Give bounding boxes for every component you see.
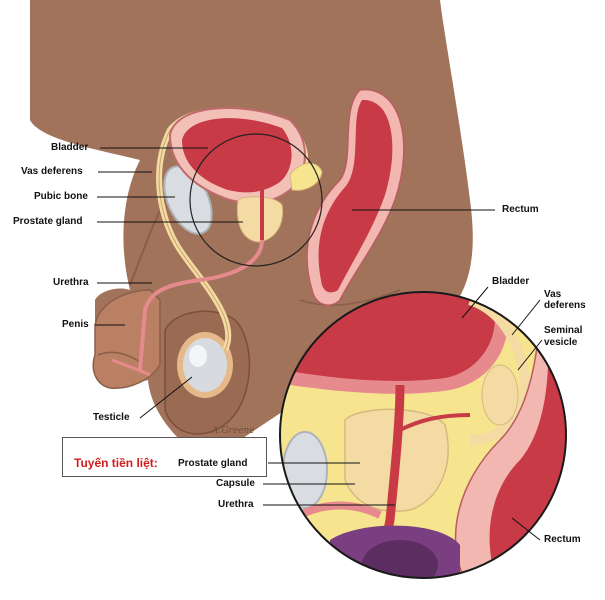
label-prostate-gland: Prostate gland <box>13 216 83 227</box>
inset-label-seminal-line2: vesicle <box>544 337 578 348</box>
inset-label-vas-line1: Vas <box>544 289 562 300</box>
inset-label-capsule: Capsule <box>216 478 255 489</box>
urethra-tube <box>138 239 264 371</box>
inset-label-urethra: Urethra <box>218 499 254 510</box>
label-urethra: Urethra <box>53 277 89 288</box>
inset-label-rectum: Rectum <box>544 534 581 545</box>
callout-vietnamese-label: Tuyến tiền liệt: <box>74 456 158 470</box>
rectum-shape <box>306 89 405 306</box>
inset-label-prostate-gland: Prostate gland <box>178 458 248 469</box>
bladder-shape <box>168 107 306 204</box>
prostate-shape <box>236 188 284 243</box>
inset-label-vas-line2: deferens <box>544 300 586 311</box>
label-bladder: Bladder <box>51 142 89 153</box>
label-rectum: Rectum <box>502 204 539 215</box>
label-penis: Penis <box>62 319 89 330</box>
seminal-vesicle-shape <box>289 162 323 191</box>
label-vas-deferens: Vas deferens <box>21 166 83 177</box>
artist-signature: A.Greene <box>212 426 255 436</box>
leader-lines <box>95 147 543 541</box>
label-testicle: Testicle <box>93 412 130 423</box>
inset-label-seminal-line1: Seminal <box>544 325 583 336</box>
callout-box <box>62 437 267 477</box>
label-pubic-bone: Pubic bone <box>34 191 88 202</box>
magnify-circle <box>189 133 323 267</box>
inset-label-bladder: Bladder <box>492 276 530 287</box>
